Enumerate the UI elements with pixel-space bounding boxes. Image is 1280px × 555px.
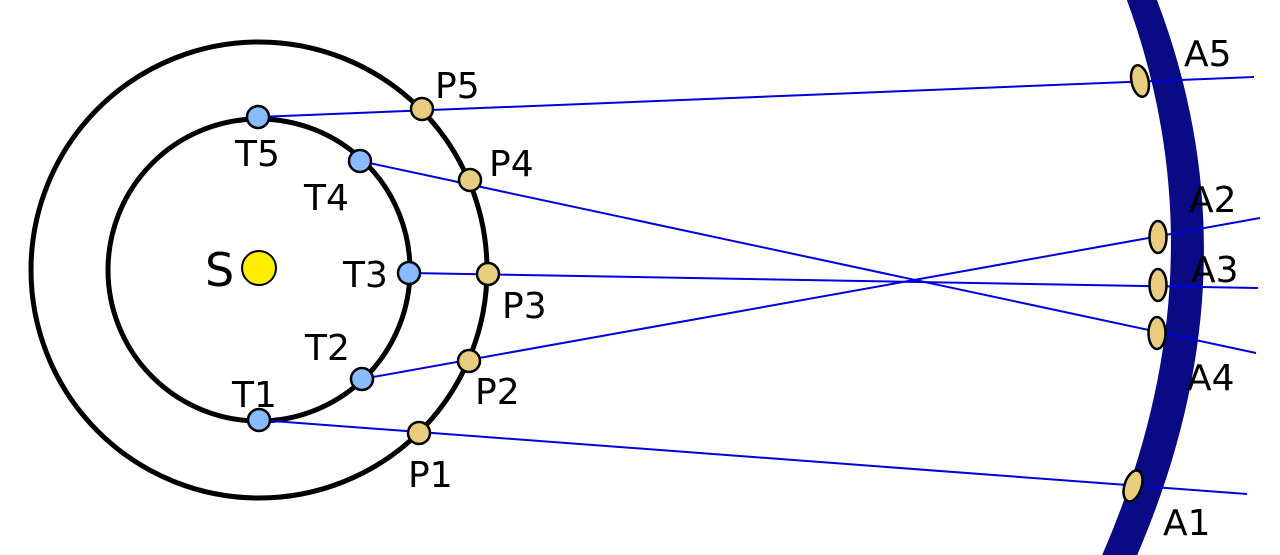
sight-line-3 [408, 272, 1259, 289]
label-t3: T3 [342, 255, 388, 296]
label-t2: T2 [304, 328, 350, 369]
label-a1: A1 [1163, 503, 1211, 544]
sun [241, 250, 277, 286]
earth-position-t1 [246, 407, 272, 433]
sight-line-2 [361, 217, 1261, 380]
label-p4: P4 [489, 144, 534, 185]
planet-position-p4 [457, 167, 483, 193]
planet-position-p1 [406, 420, 432, 446]
label-a5: A5 [1184, 34, 1232, 75]
apparent-position-a2 [1148, 219, 1168, 255]
label-p1: P1 [408, 455, 453, 496]
apparent-position-a3 [1148, 267, 1168, 303]
label-t4: T4 [303, 178, 349, 219]
fixed-star-band [1102, 0, 1204, 555]
planet-position-p2 [456, 348, 482, 374]
earth-position-t2 [349, 366, 375, 392]
earth-position-t4 [347, 148, 373, 174]
planet-position-p3 [475, 261, 501, 287]
label-a2: A2 [1189, 180, 1237, 221]
label-a3: A3 [1191, 250, 1239, 291]
earth-position-t5 [245, 104, 271, 130]
label-t5: T5 [234, 134, 280, 175]
sun-label: S [205, 243, 234, 297]
label-p3: P3 [502, 286, 547, 327]
sight-line-4 [359, 160, 1257, 354]
apparent-position-a1 [1122, 469, 1144, 503]
label-a4: A4 [1187, 358, 1235, 399]
apparent-position-a4 [1147, 315, 1167, 351]
earth-position-t3 [396, 260, 422, 286]
planet-position-p5 [409, 96, 435, 122]
label-p2: P2 [475, 372, 520, 413]
apparent-position-a5 [1129, 64, 1151, 98]
label-p5: P5 [435, 66, 480, 107]
label-t1: T1 [231, 375, 277, 416]
